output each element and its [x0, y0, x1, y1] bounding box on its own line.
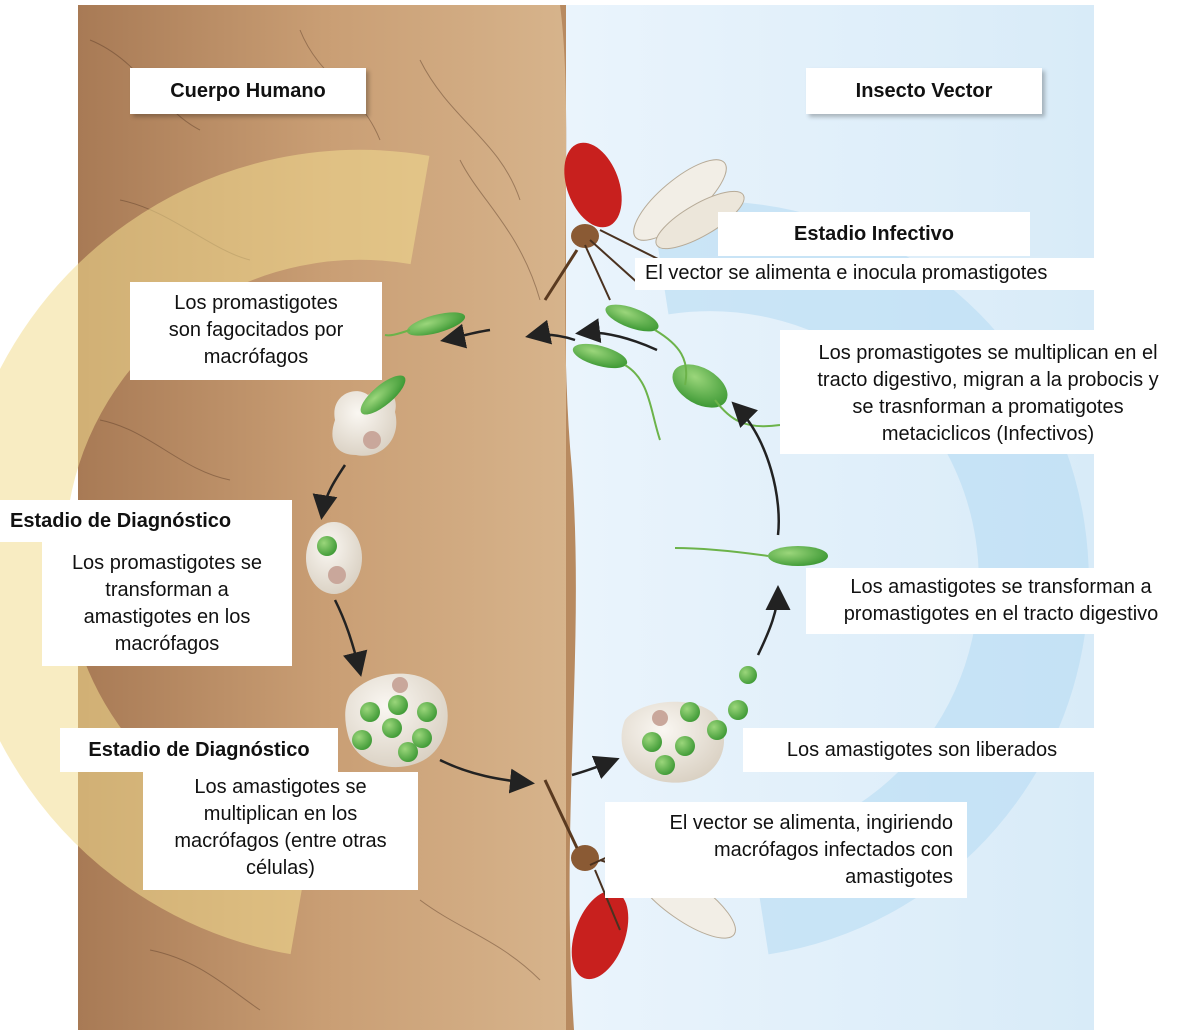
- vector-feeds-box: El vector se alimenta, ingiriendo macróf…: [605, 802, 967, 898]
- multiply-vector-line-4: metaciclicos (Infectivos): [780, 421, 1196, 448]
- phagocytosed-line-1: Los promastigotes: [130, 290, 382, 317]
- diag2-line-1: Los amastigotes se: [143, 774, 418, 801]
- multiply-vector-line-1: Los promastigotes se multiplican en el: [780, 340, 1196, 367]
- diagnostic-stage-1-title: Estadio de Diagnóstico: [0, 500, 292, 542]
- vector-feeds-line-3: amastigotes: [605, 864, 953, 891]
- diag2-line-2: multiplican en los: [143, 801, 418, 828]
- phagocytosed-line-3: macrófagos: [130, 344, 382, 371]
- infected-macrophage-icon: [306, 522, 362, 594]
- diagnostic-stage-2-title: Estadio de Diagnóstico: [60, 728, 338, 772]
- vector-feeds-line-2: macrófagos infectados con: [605, 837, 953, 864]
- macrophage-multiplied-icon: [345, 674, 447, 768]
- amast-to-promast-box: Los amastigotes se transforman a promast…: [806, 568, 1196, 634]
- infective-stage-text: El vector se alimenta e inocula promasti…: [635, 258, 1115, 290]
- amast-to-promast-line-2: promastigotes en el tracto digestivo: [806, 601, 1196, 628]
- multiply-vector-line-2: tracto digestivo, migran a la probocis y: [780, 367, 1196, 394]
- phagocytosed-box: Los promastigotes son fagocitados por ma…: [130, 282, 382, 380]
- infective-stage-title: Estadio Infectivo: [718, 212, 1030, 256]
- released-box: Los amastigotes son liberados: [743, 728, 1101, 772]
- diag1-line-1: Los promastigotes se: [42, 550, 292, 577]
- diag2-line-3: macrófagos (entre otras: [143, 828, 418, 855]
- amast-to-promast-line-1: Los amastigotes se transforman a: [806, 574, 1196, 601]
- infective-stage-box: Estadio Infectivo: [718, 212, 1030, 256]
- phagocytosed-line-2: son fagocitados por: [130, 317, 382, 344]
- header-human-body: Cuerpo Humano: [130, 68, 366, 114]
- multiply-vector-box: Los promastigotes se multiplican en el t…: [780, 330, 1196, 454]
- header-insect-vector: Insecto Vector: [806, 68, 1042, 114]
- vector-feeds-line-1: El vector se alimenta, ingiriendo: [605, 810, 953, 837]
- diagnostic-stage-1-text: Los promastigotes se transforman a amast…: [42, 542, 292, 666]
- diag1-line-4: macrófagos: [42, 631, 292, 658]
- diag1-line-2: transforman a: [42, 577, 292, 604]
- diag2-line-4: células): [143, 855, 418, 882]
- diagnostic-stage-2-text: Los amastigotes se multiplican en los ma…: [143, 772, 418, 890]
- diag1-line-3: amastigotes en los: [42, 604, 292, 631]
- multiply-vector-line-3: se trasnforman a promatigotes: [780, 394, 1196, 421]
